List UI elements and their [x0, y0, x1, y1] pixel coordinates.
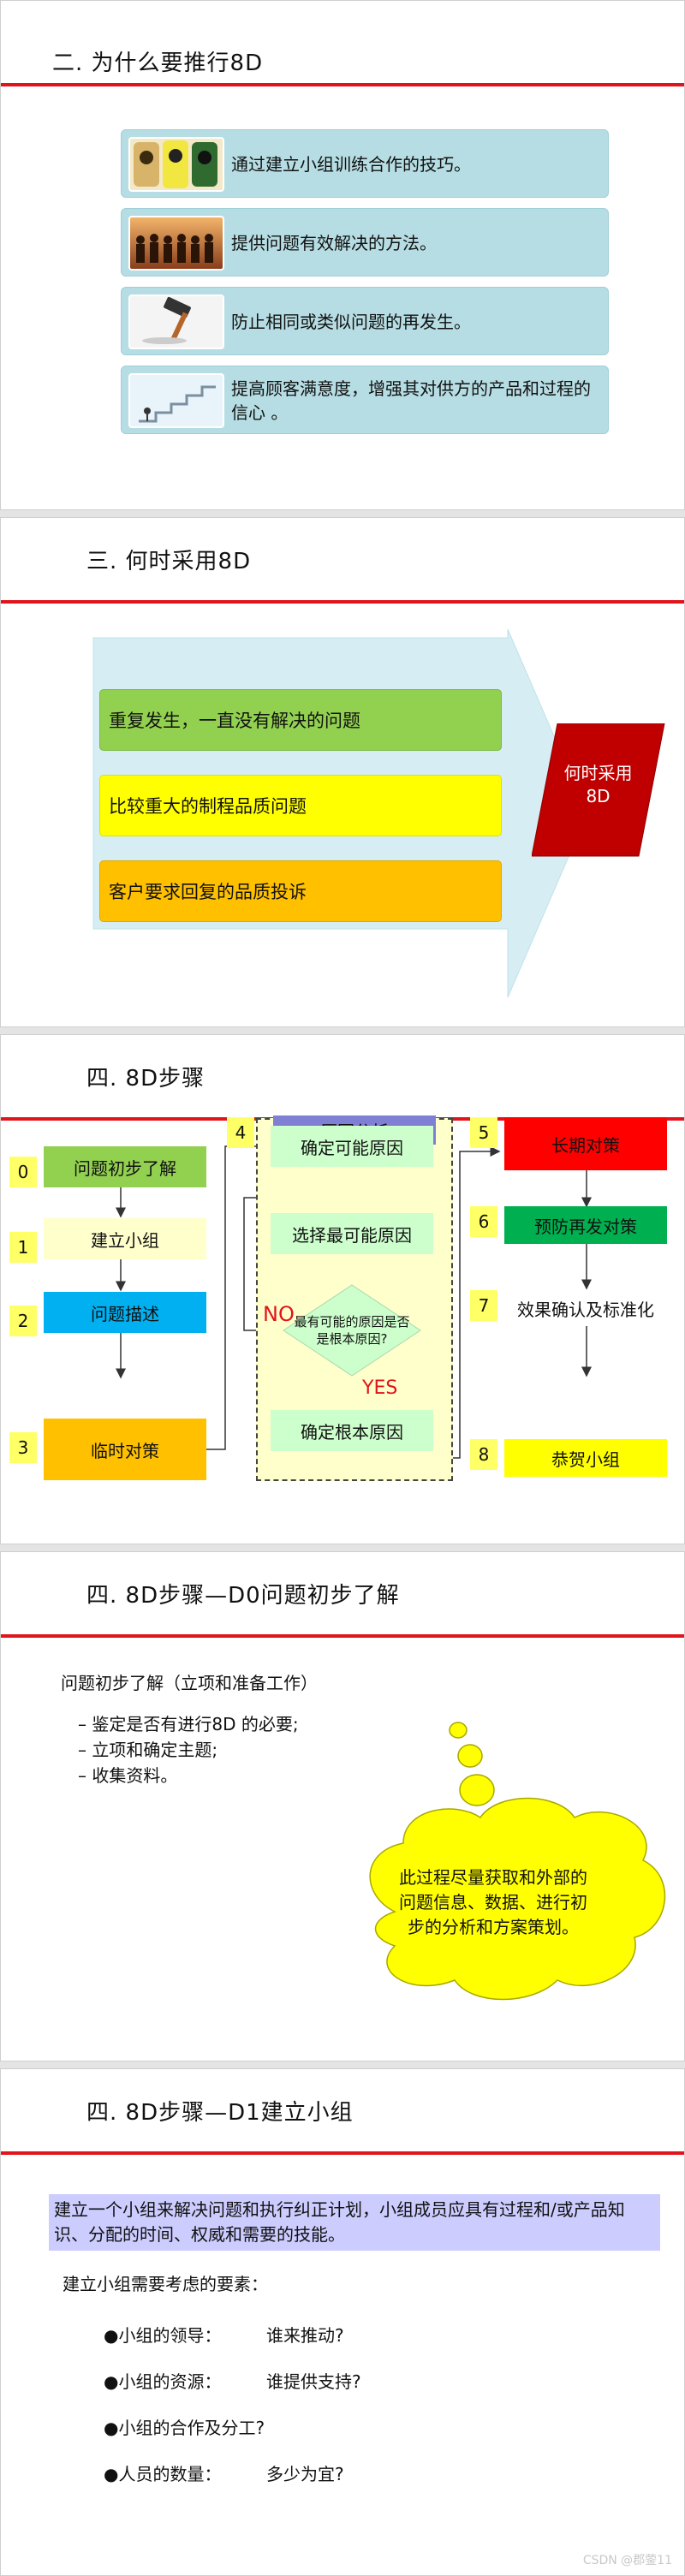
slide-title: 四. 8D步骤—D1建立小组 [86, 2100, 354, 2126]
team-silhouette-icon [128, 216, 224, 271]
stairs-climb-icon [128, 373, 224, 428]
step-number: 8 [470, 1439, 497, 1470]
slide-gap [0, 510, 685, 519]
reason-text: 提供问题有效解决的方法。 [231, 233, 437, 253]
slide-gap [0, 1027, 685, 1036]
phones-photo-icon [128, 137, 224, 192]
d1-factor-question: 谁提供支持? [266, 2371, 361, 2392]
slide-d0: 四. 8D步骤—D0问题初步了解 问题初步了解（立项和准备工作） – 鉴定是否有… [0, 1551, 685, 2061]
decision-text: 最有可能的原因是否是根本原因? [294, 1314, 410, 1347]
step-box: 确定可能原因 [271, 1126, 433, 1167]
when-item: 比较重大的制程品质问题 [99, 775, 502, 836]
d1-factor-label: ●小组的资源： [104, 2371, 222, 2392]
reason-card: 提高顾客满意度，增强其对供方的产品和过程的信心 。 [121, 366, 609, 434]
step-box: 长期对策 [504, 1117, 667, 1170]
slide-title: 四. 8D步骤 [86, 1066, 206, 1092]
d1-factor-question: 谁来推动? [266, 2325, 344, 2346]
d0-bullet: – 立项和确定主题; [78, 1740, 218, 1760]
step-box: 临时对策 [44, 1419, 206, 1480]
hammer-icon [128, 294, 224, 349]
d1-banner: 建立一个小组来解决问题和执行纠正计划，小组成员应具有过程和/或产品知识、分配的时… [49, 2194, 660, 2251]
thought-cloud-shape [369, 1722, 666, 2001]
when-item: 重复发生，一直没有解决的问题 [99, 689, 502, 751]
slide-d1: 四. 8D步骤—D1建立小组 建立一个小组来解决问题和执行纠正计划，小组成员应具… [0, 2068, 685, 2576]
reason-card: 提供问题有效解决的方法。 [121, 208, 609, 277]
step-box: 选择最可能原因 [271, 1213, 433, 1254]
decision-diamond [283, 1284, 421, 1377]
d0-bullet: – 鉴定是否有进行8D 的必要; [78, 1714, 299, 1734]
step-box: 确定根本原因 [271, 1410, 433, 1451]
d0-heading: 问题初步了解（立项和准备工作） [61, 1673, 318, 1693]
d1-factor-label: ●人员的数量： [104, 2464, 222, 2484]
reason-text: 提高顾客满意度，增强其对供方的产品和过程的信心 。 [231, 378, 591, 423]
cloud-text: 此过程尽量获取和外部的问题信息、数据、进行初步的分析和方案策划。 [399, 1867, 587, 1937]
step-number: 0 [9, 1157, 37, 1187]
d1-factor-label: ●小组的领导： [104, 2325, 222, 2346]
slide-why-8d: 二. 为什么要推行8D 通过建立小组训练合作的技巧。 [0, 0, 685, 510]
step-number: 1 [9, 1232, 37, 1263]
title-rule [1, 2151, 684, 2155]
step-number: 7 [470, 1290, 497, 1321]
title-rule [1, 1634, 684, 1638]
title-rule [1, 600, 684, 604]
step-box: 问题描述 [44, 1292, 206, 1333]
step-box: 问题初步了解 [44, 1146, 206, 1187]
step-number: 4 [227, 1117, 254, 1148]
slide-gap [0, 1544, 685, 1553]
yes-label: YES [362, 1377, 398, 1399]
step-number: 3 [9, 1432, 37, 1463]
slide-title: 二. 为什么要推行8D [52, 51, 264, 76]
slide-when-8d: 三. 何时采用8D 重复发生，一直没有解决的问题 比较重大的制程品质问题 客户要… [0, 517, 685, 1027]
step-box: 建立小组 [44, 1218, 206, 1259]
step-number: 5 [470, 1117, 497, 1148]
target-parallelogram [532, 723, 665, 857]
d1-subheading: 建立小组需要考虑的要素： [63, 2274, 268, 2294]
d1-factor-label: ●小组的合作及分工? [104, 2418, 265, 2438]
target-label: 何时采用8D [563, 763, 633, 806]
no-label: NO [263, 1302, 295, 1326]
step-number: 2 [9, 1306, 37, 1336]
reason-card: 通过建立小组训练合作的技巧。 [121, 129, 609, 198]
slide-title: 四. 8D步骤—D0问题初步了解 [86, 1583, 400, 1609]
reason-text: 防止相同或类似问题的再发生。 [231, 312, 471, 332]
reason-text: 通过建立小组训练合作的技巧。 [231, 154, 471, 175]
step-box: 预防再发对策 [504, 1206, 667, 1244]
step-number: 6 [470, 1206, 497, 1237]
slide-title: 三. 何时采用8D [86, 549, 252, 574]
slide-8d-steps: 四. 8D步骤 原因分析 0 问题初步了解 1 建立小组 2 问题描述 [0, 1034, 685, 1544]
slide-gap [0, 2061, 685, 2070]
watermark: CSDN @郡蓥11 [582, 2554, 672, 2567]
title-rule [1, 83, 684, 86]
step-box: 恭贺小组 [504, 1439, 667, 1477]
d1-factor-question: 多少为宜? [266, 2464, 344, 2484]
when-item: 客户要求回复的品质投诉 [99, 860, 502, 922]
step-box: 效果确认及标准化 [504, 1290, 667, 1326]
d0-bullet: – 收集资料。 [78, 1765, 178, 1786]
reason-card: 防止相同或类似问题的再发生。 [121, 287, 609, 355]
